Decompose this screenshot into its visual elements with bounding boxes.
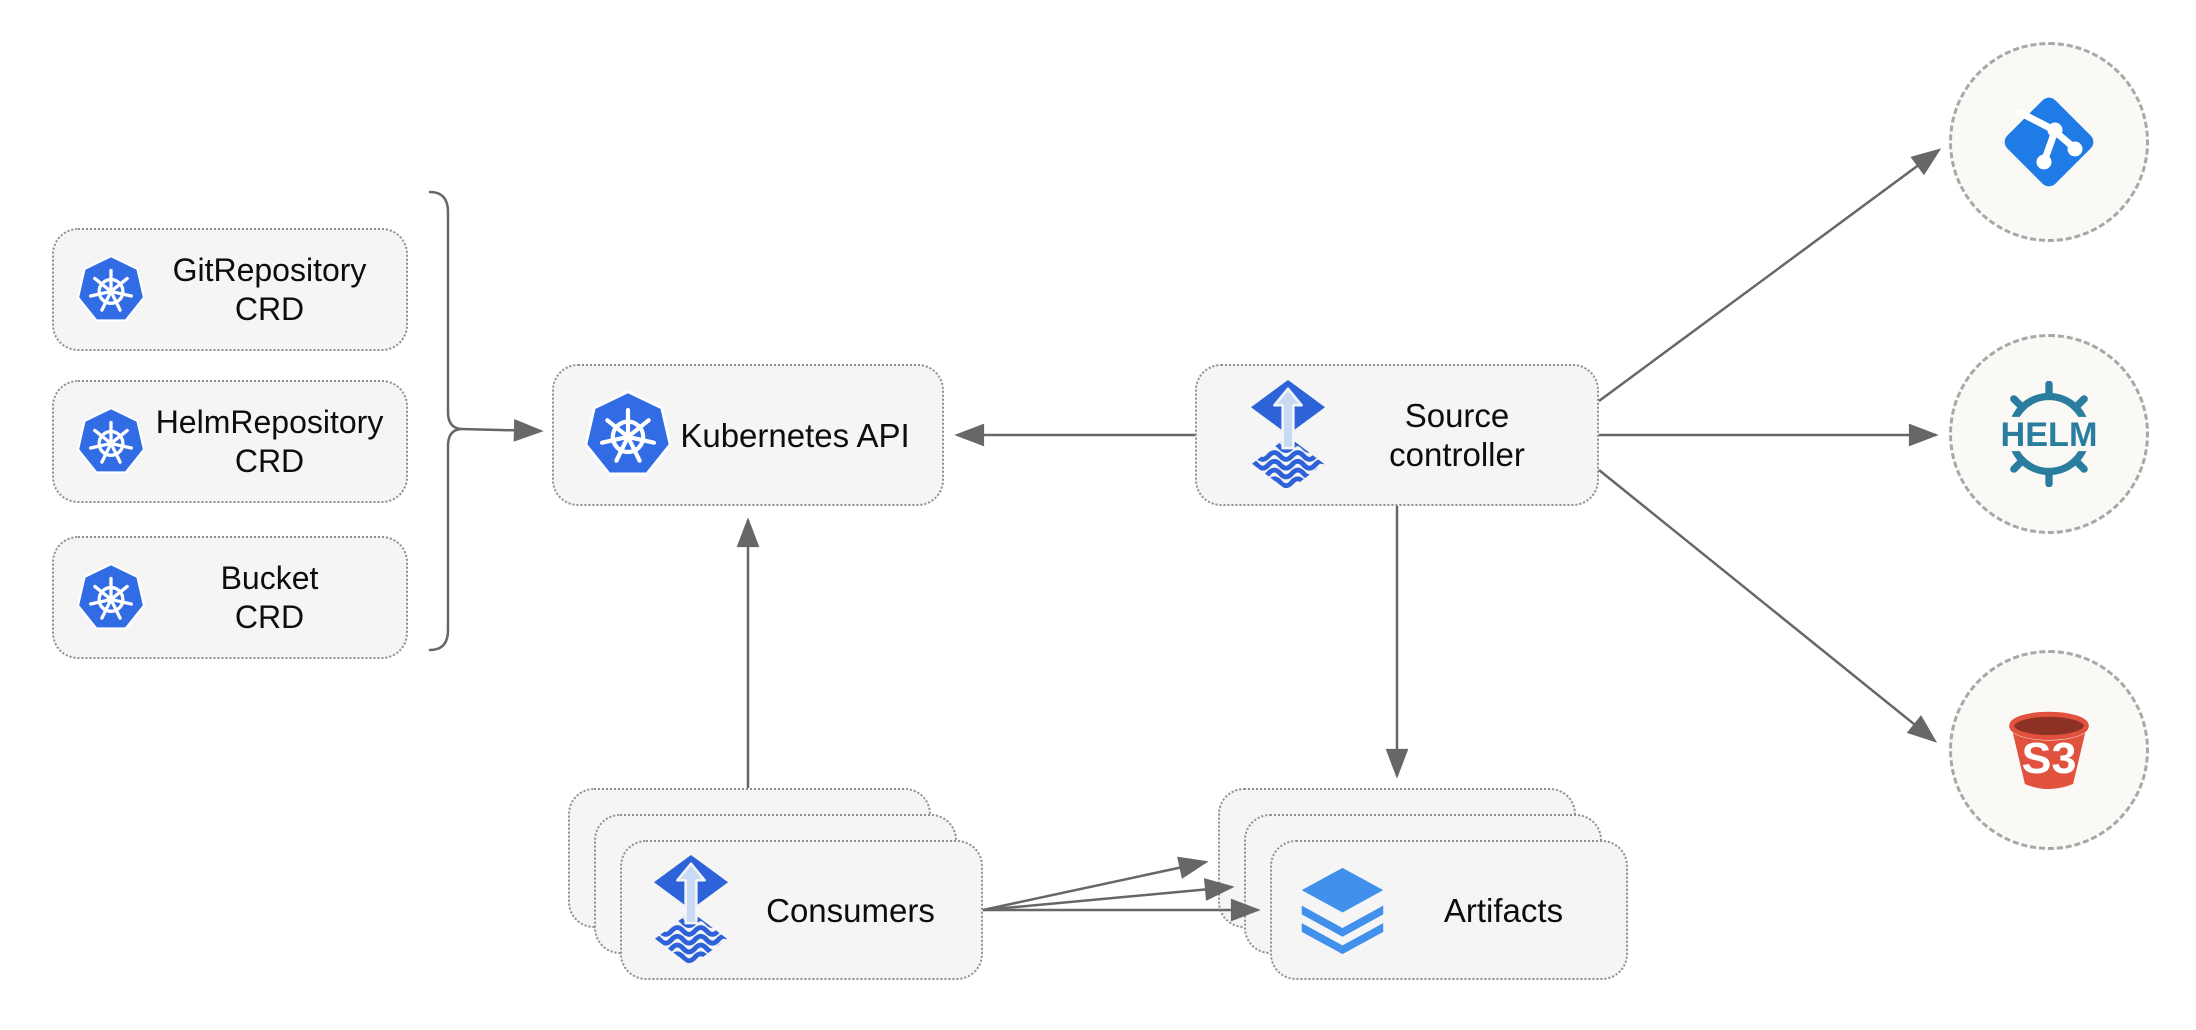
kubernetes-api-node: Kubernetes API <box>552 364 944 506</box>
flux-icon <box>652 853 730 968</box>
helm-source-node <box>1949 334 2149 534</box>
consumers-node: Consumers <box>568 788 983 980</box>
edge-consumers-to-artifacts-back <box>982 856 1209 912</box>
node-label: Kubernetes API <box>680 416 910 454</box>
helm-icon <box>1996 381 2102 487</box>
kubernetes-icon <box>75 406 147 478</box>
kubernetes-icon <box>75 254 147 326</box>
crd-group-bracket <box>428 190 462 652</box>
label-line: Bucket <box>220 559 319 596</box>
node-label: Bucket CRD <box>147 559 392 637</box>
flux-icon <box>1249 378 1327 493</box>
label-line: GitRepository <box>172 251 367 288</box>
git-icon <box>1999 92 2099 192</box>
bucket-crd-node: Bucket CRD <box>52 536 408 659</box>
node-label: GitRepository CRD <box>147 251 392 329</box>
label-line: controller <box>1389 436 1525 473</box>
stack-layer-front: Artifacts <box>1270 840 1628 980</box>
label-line: CRD <box>234 442 305 479</box>
kubernetes-icon <box>582 389 674 481</box>
node-label: Artifacts <box>1443 891 1564 929</box>
node-label: Consumers <box>766 891 935 929</box>
gitrepository-crd-node: GitRepository CRD <box>52 228 408 351</box>
label-line: HelmRepository <box>155 403 384 440</box>
edge-bracket-to-kubernetes-api <box>460 418 544 442</box>
edge-source-to-git <box>1598 148 1942 403</box>
kubernetes-icon <box>75 562 147 634</box>
s3-bucket-icon <box>1995 696 2103 804</box>
layers-icon <box>1294 862 1391 959</box>
node-label: Source controller <box>1327 396 1587 474</box>
label-line: CRD <box>234 598 305 635</box>
stack-layer-front: Consumers <box>620 840 983 980</box>
s3-source-node <box>1949 650 2149 850</box>
helmrepository-crd-node: HelmRepository CRD <box>52 380 408 503</box>
source-controller-node: Source controller <box>1195 364 1599 506</box>
artifacts-node: Artifacts <box>1218 788 1628 980</box>
edge-consumers-to-artifacts-middle <box>982 878 1235 912</box>
label-line: CRD <box>234 290 305 327</box>
edge-source-to-s3 <box>1598 469 1938 743</box>
git-source-node <box>1949 42 2149 242</box>
label-line: Source <box>1404 397 1510 434</box>
node-label: HelmRepository CRD <box>147 403 392 481</box>
